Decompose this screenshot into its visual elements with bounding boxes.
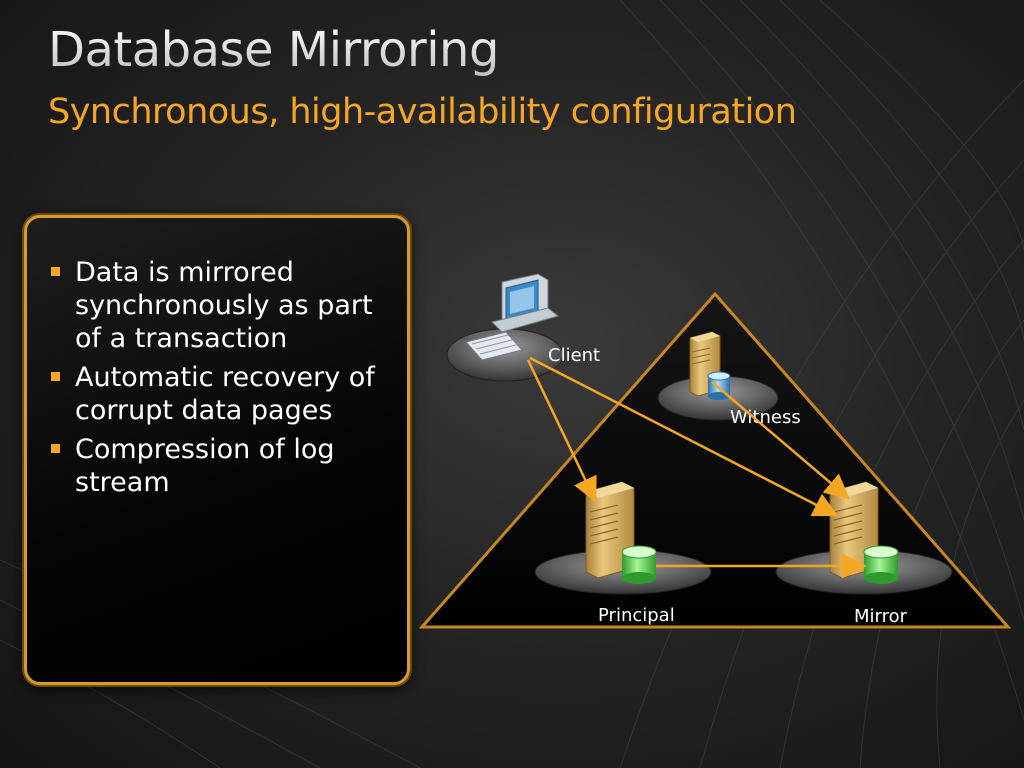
square-bullet-icon (51, 444, 60, 453)
client-to-principal-arrow (526, 359, 597, 503)
bullet-list: Data is mirrored synchronously as part o… (49, 256, 379, 505)
principal-label: Principal (598, 605, 675, 626)
mirror-label: Mirror (854, 606, 908, 627)
mirroring-diagram: Client Witness (418, 273, 1012, 629)
database-icon (863, 545, 899, 584)
client-label: Client (548, 345, 600, 366)
bullet-text: Data is mirrored synchronously as part o… (75, 257, 373, 354)
client-node: Client (446, 273, 600, 382)
bullet-text: Automatic recovery of corrupt data pages (75, 362, 375, 426)
witness-label: Witness (730, 407, 801, 428)
computer-icon (465, 273, 560, 361)
square-bullet-icon (51, 267, 60, 276)
principal-node: Principal (534, 481, 712, 626)
bullet-text: Compression of log stream (75, 434, 335, 498)
database-icon (621, 545, 657, 584)
client-to-mirror-arrow (529, 356, 839, 517)
slide-title: Database Mirroring (48, 22, 499, 78)
bullet-item: Data is mirrored synchronously as part o… (49, 256, 379, 355)
bullet-panel: Data is mirrored synchronously as part o… (24, 215, 410, 685)
bullet-item: Compression of log stream (49, 433, 379, 499)
bullet-item: Automatic recovery of corrupt data pages (49, 361, 379, 427)
witness-to-mirror-arrow (711, 381, 850, 500)
square-bullet-icon (51, 372, 60, 381)
slide-subtitle: Synchronous, high-availability configura… (48, 92, 797, 132)
